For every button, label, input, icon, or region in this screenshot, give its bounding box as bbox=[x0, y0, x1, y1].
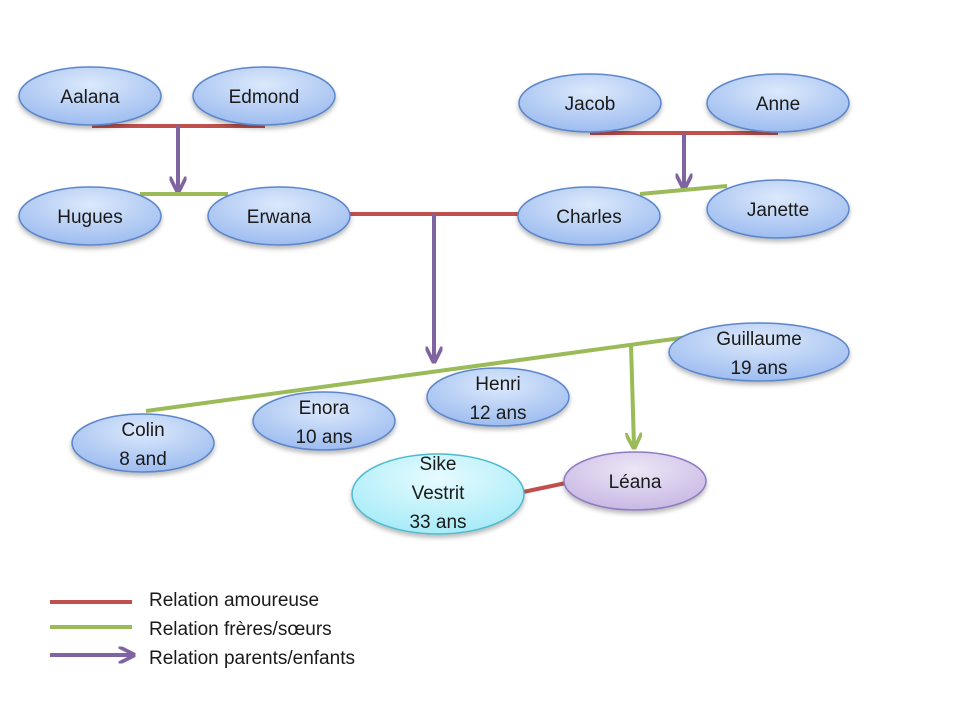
person-node-henri: Henri 12 ans bbox=[426, 367, 570, 427]
edge-sike-leana bbox=[522, 481, 567, 494]
nodes-layer: Aalana Edmond Jacob Anne Hugues Erwana C… bbox=[18, 66, 850, 535]
legend-label: Relation amoureuse bbox=[149, 590, 319, 611]
person-name: Colin bbox=[121, 420, 164, 441]
person-age: 8 and bbox=[119, 449, 167, 470]
edge-children-siblings bbox=[145, 332, 711, 413]
legend-label: Relation frères/sœurs bbox=[149, 619, 332, 640]
person-node-aalana: Aalana bbox=[18, 66, 162, 126]
person-node-janette: Janette bbox=[706, 179, 850, 239]
person-name: Jacob bbox=[565, 94, 616, 115]
person-age: 10 ans bbox=[295, 427, 352, 448]
edge-guillaume-to-leana bbox=[631, 344, 634, 446]
person-name: Edmond bbox=[229, 87, 300, 108]
person-node-sike: Sike Vestrit 33 ans bbox=[351, 453, 525, 535]
person-node-anne: Anne bbox=[706, 73, 850, 133]
person-age: 19 ans bbox=[730, 358, 787, 379]
legend-item-sibling: Relation frères/sœurs bbox=[50, 619, 332, 640]
person-name: Aalana bbox=[60, 87, 120, 108]
person-node-edmond: Edmond bbox=[192, 66, 336, 126]
person-name: Sike bbox=[420, 454, 457, 475]
person-name: Vestrit bbox=[412, 483, 466, 504]
person-node-leana: Léana bbox=[563, 451, 707, 511]
edges-layer bbox=[92, 124, 778, 494]
person-node-erwana: Erwana bbox=[207, 186, 351, 246]
person-node-hugues: Hugues bbox=[18, 186, 162, 246]
person-name: Charles bbox=[556, 207, 621, 228]
person-node-jacob: Jacob bbox=[518, 73, 662, 133]
person-age: 33 ans bbox=[409, 512, 466, 533]
person-name: Hugues bbox=[57, 207, 123, 228]
person-name: Henri bbox=[475, 374, 520, 395]
person-name: Anne bbox=[756, 94, 800, 115]
legend-item-parent: Relation parents/enfants bbox=[50, 648, 355, 669]
person-name: Erwana bbox=[247, 207, 312, 228]
person-name: Léana bbox=[609, 472, 662, 493]
legend-label: Relation parents/enfants bbox=[149, 648, 355, 669]
person-node-charles: Charles bbox=[517, 186, 661, 246]
person-node-enora: Enora 10 ans bbox=[252, 391, 396, 451]
edge-charles-janette bbox=[639, 184, 728, 196]
person-name: Enora bbox=[299, 398, 350, 419]
legend-item-romantic: Relation amoureuse bbox=[50, 590, 319, 611]
legend: Relation amoureuse Relation frères/sœurs… bbox=[50, 590, 355, 669]
person-name: Guillaume bbox=[716, 329, 802, 350]
person-node-guillaume: Guillaume 19 ans bbox=[668, 322, 850, 382]
person-name: Janette bbox=[747, 200, 809, 221]
person-node-colin: Colin 8 and bbox=[71, 413, 215, 473]
person-age: 12 ans bbox=[469, 403, 526, 424]
